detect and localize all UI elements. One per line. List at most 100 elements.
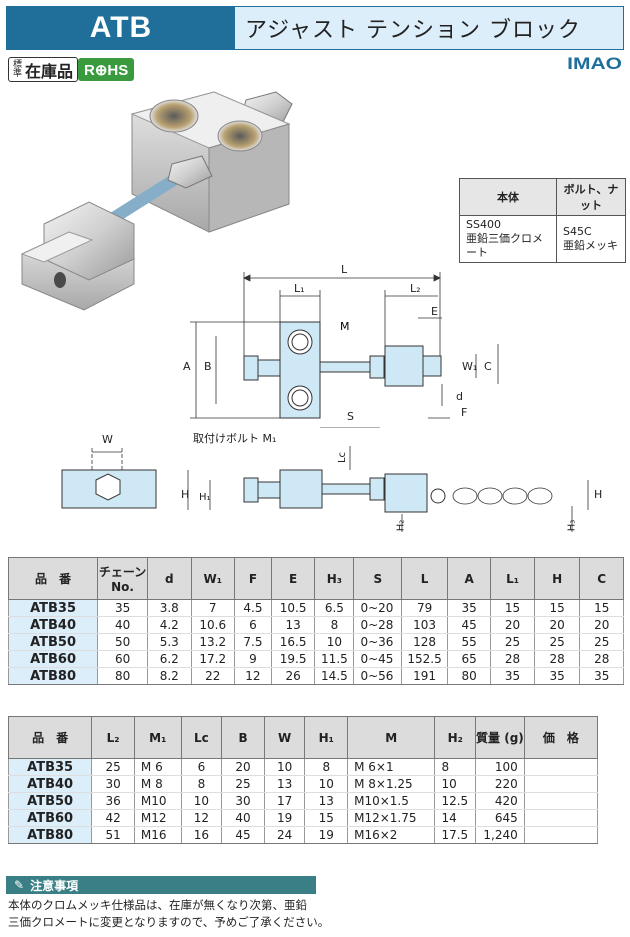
table2-header: L₂ — [91, 716, 135, 759]
table-cell: 0~36 — [353, 633, 403, 651]
table-cell: 20 — [579, 616, 624, 634]
product-code: ATB — [7, 7, 235, 49]
table-cell: 25 — [579, 633, 624, 651]
table2-header: M₁ — [133, 716, 182, 759]
table-cell: 645 — [475, 809, 525, 827]
table-cell: 30 — [91, 775, 135, 793]
standard-stock-badge: 標 準 在庫品 — [8, 57, 79, 82]
table-cell: 6 — [180, 758, 223, 776]
table-cell: ATB60 — [7, 650, 99, 668]
table-cell: 4.2 — [147, 616, 192, 634]
dim-H1: H₁ — [199, 492, 211, 503]
dim-W: W — [102, 433, 113, 446]
table-cell: 28 — [533, 650, 581, 668]
rohs-badge: R⊕HS — [78, 58, 135, 81]
table-cell — [523, 775, 599, 793]
table-cell: 60 — [97, 650, 149, 668]
table-cell: 8.2 — [147, 667, 192, 685]
dim-B: B — [204, 360, 212, 373]
table2-header: W — [263, 716, 306, 759]
table-cell: 10 — [304, 775, 349, 793]
drawing-end-view — [61, 448, 157, 509]
table-cell: 5.3 — [147, 633, 192, 651]
table-cell: 8 — [180, 775, 223, 793]
table-cell: ATB50 — [7, 792, 93, 810]
table-cell: 30 — [221, 792, 265, 810]
table-cell: 50 — [97, 633, 149, 651]
table2-header: B — [221, 716, 265, 759]
table1-header: S — [353, 557, 403, 600]
table-cell: 16 — [180, 826, 223, 844]
table-cell: 80 — [97, 667, 149, 685]
table-cell: 0~28 — [353, 616, 403, 634]
dim-H-right: H — [594, 488, 603, 501]
pencil-icon: ✎ — [14, 878, 25, 892]
table-cell: 25 — [91, 758, 135, 776]
table-cell: 19.5 — [270, 650, 316, 668]
table-cell: 16.5 — [270, 633, 316, 651]
table-cell: 10.6 — [190, 616, 235, 634]
table-cell: 25 — [490, 633, 535, 651]
table-cell: 15 — [304, 809, 349, 827]
table2-header: H₁ — [304, 716, 349, 759]
table-cell — [523, 758, 599, 776]
table-cell: 20 — [533, 616, 581, 634]
table-cell: 12 — [180, 809, 223, 827]
table-cell: 13 — [263, 775, 306, 793]
drawing-top-view: M — [190, 272, 499, 428]
table-cell: 0~20 — [353, 599, 403, 617]
table-cell: 24 — [263, 826, 306, 844]
stock-label: 在庫品 — [25, 61, 74, 81]
dim-L1: L₁ — [294, 282, 305, 295]
table-cell: 12 — [233, 667, 272, 685]
table-cell — [523, 809, 599, 827]
table-cell: 8 — [304, 758, 349, 776]
table-cell: 17.5 — [434, 826, 477, 844]
drawing-front-view — [187, 446, 589, 532]
table-cell: 100 — [475, 758, 525, 776]
dim-L2: L₂ — [410, 282, 421, 295]
material-header-body: 本体 — [459, 178, 557, 216]
table-cell: 42 — [91, 809, 135, 827]
table-cell: ATB50 — [7, 633, 99, 651]
table-cell: 51 — [91, 826, 135, 844]
dim-H-left: H — [181, 488, 190, 501]
table-cell: 14 — [434, 809, 477, 827]
table-cell: ATB40 — [7, 616, 99, 634]
table-cell: 152.5 — [401, 650, 448, 668]
table-cell: 7 — [190, 599, 235, 617]
table-cell: 45 — [221, 826, 265, 844]
table2-header: 価 格 — [523, 716, 599, 759]
table-cell: M 6×1 — [347, 758, 436, 776]
table-cell: 7.5 — [233, 633, 272, 651]
material-header-bolt: ボルト、ナット — [556, 178, 626, 216]
table-cell: M12×1.75 — [347, 809, 436, 827]
product-title: アジャスト テンション ブロック — [235, 7, 623, 49]
table2-header: Lc — [180, 716, 223, 759]
product-photo — [20, 91, 293, 311]
dim-E: E — [431, 305, 438, 318]
table-cell: 9 — [233, 650, 272, 668]
table-cell: 0~45 — [353, 650, 403, 668]
table1-header: F — [233, 557, 272, 600]
table1-header: W₁ — [190, 557, 235, 600]
table-cell: 10 — [434, 775, 477, 793]
stock-small-1: 標 — [13, 59, 23, 70]
table-cell: 420 — [475, 792, 525, 810]
table2-header: H₂ — [434, 716, 477, 759]
table-cell: M16 — [133, 826, 182, 844]
notes-line-1: 本体のクロムメッキ仕様品は、在庫が無くなり次第、亜鉛 — [8, 898, 307, 912]
table-cell: M16×2 — [347, 826, 436, 844]
material-body: SS400 亜鉛三価クロメート — [459, 215, 557, 263]
table1-header: H₃ — [314, 557, 355, 600]
table-cell: 11.5 — [314, 650, 355, 668]
table-cell: 26 — [270, 667, 316, 685]
table-cell: 80 — [446, 667, 492, 685]
table-cell: 13.2 — [190, 633, 235, 651]
table-cell: 220 — [475, 775, 525, 793]
